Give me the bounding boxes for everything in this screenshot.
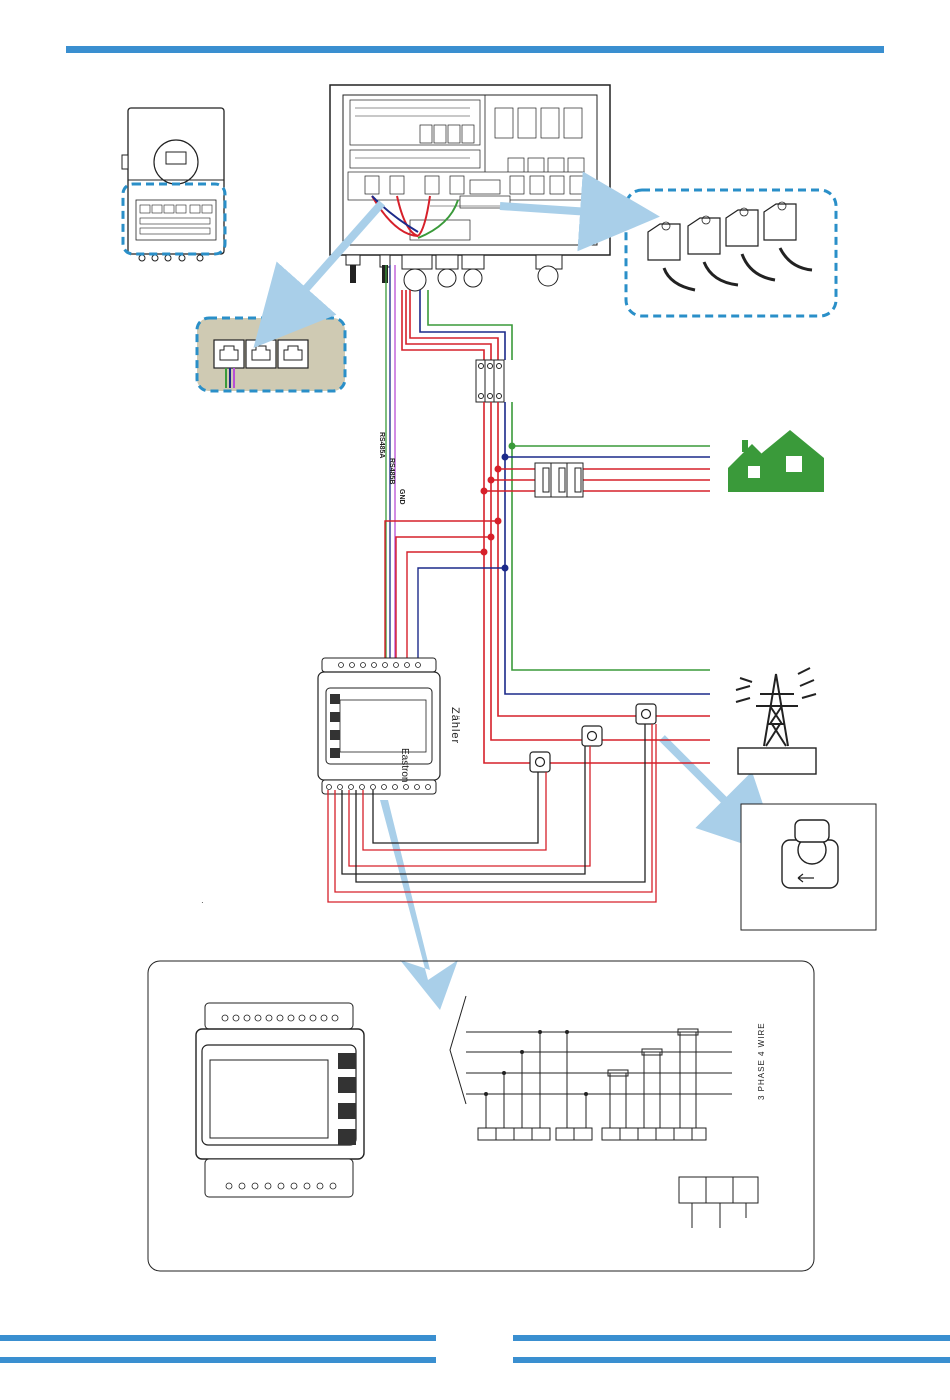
zoom-callout-arrow (380, 800, 458, 1010)
power-pylon-icon (736, 668, 816, 774)
energy-meter: Eastron (318, 658, 440, 794)
ct-clamp-detail (741, 804, 876, 930)
rs485b-label: RS485B (388, 458, 395, 484)
inverter-wiring-box (330, 85, 610, 291)
house-icon (728, 430, 824, 492)
breaker-group-highlight (626, 190, 836, 316)
wiring-scheme-label: 3 PHASE 4 WIRE (757, 1022, 766, 1100)
house-branch (484, 446, 710, 491)
bottom-accent-bars (0, 1335, 950, 1363)
rj45-port-panel (197, 318, 345, 391)
scheme-junctions (484, 1030, 588, 1096)
meter-label: Zähler (449, 707, 461, 744)
wiring-scheme (450, 996, 758, 1228)
ct-clamps (530, 704, 656, 772)
meter-brand: Eastron (399, 748, 410, 782)
top-accent-bar (66, 46, 884, 53)
rs485a-label: RS485A (378, 432, 385, 458)
inverter-load-cables (402, 290, 512, 360)
stray-mark: · (201, 898, 204, 907)
gnd-label: GND (398, 489, 405, 505)
meter-voltage-taps (385, 521, 505, 665)
house-breaker (535, 463, 583, 497)
inline-breaker (476, 360, 504, 402)
meter-large (196, 1003, 364, 1197)
main-bus-lines (484, 402, 710, 763)
